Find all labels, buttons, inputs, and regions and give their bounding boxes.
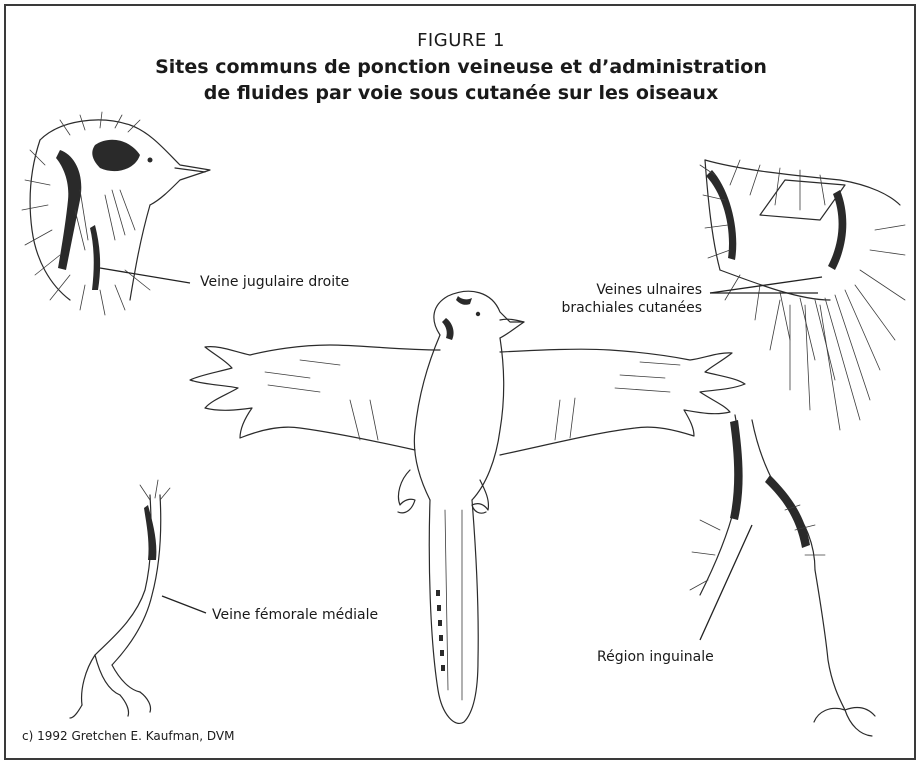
copyright-notice: c) 1992 Gretchen E. Kaufman, DVM: [22, 729, 234, 743]
jugular-vein-label: Veine jugulaire droite: [200, 273, 349, 291]
femoral-leader-line: [162, 596, 206, 613]
ulnar-vein-label: Veines ulnaires brachiales cutanées: [560, 281, 702, 317]
bird-head-sketch: [22, 112, 210, 315]
inguinal-region-label: Région inguinale: [597, 648, 714, 666]
jugular-leader-line: [100, 268, 190, 283]
bird-inguinal-sketch: [690, 415, 875, 736]
bird-leg-sketch: [70, 480, 170, 718]
ulnar-vein-label-line2: brachiales cutanées: [560, 299, 702, 317]
femoral-vein-label: Veine fémorale médiale: [212, 606, 378, 624]
ulnar-leader-line-1: [710, 277, 822, 293]
bird-wing-sketch: [700, 160, 905, 430]
inguinal-leader-line: [700, 525, 752, 640]
ulnar-vein-label-line1: Veines ulnaires: [560, 281, 702, 299]
